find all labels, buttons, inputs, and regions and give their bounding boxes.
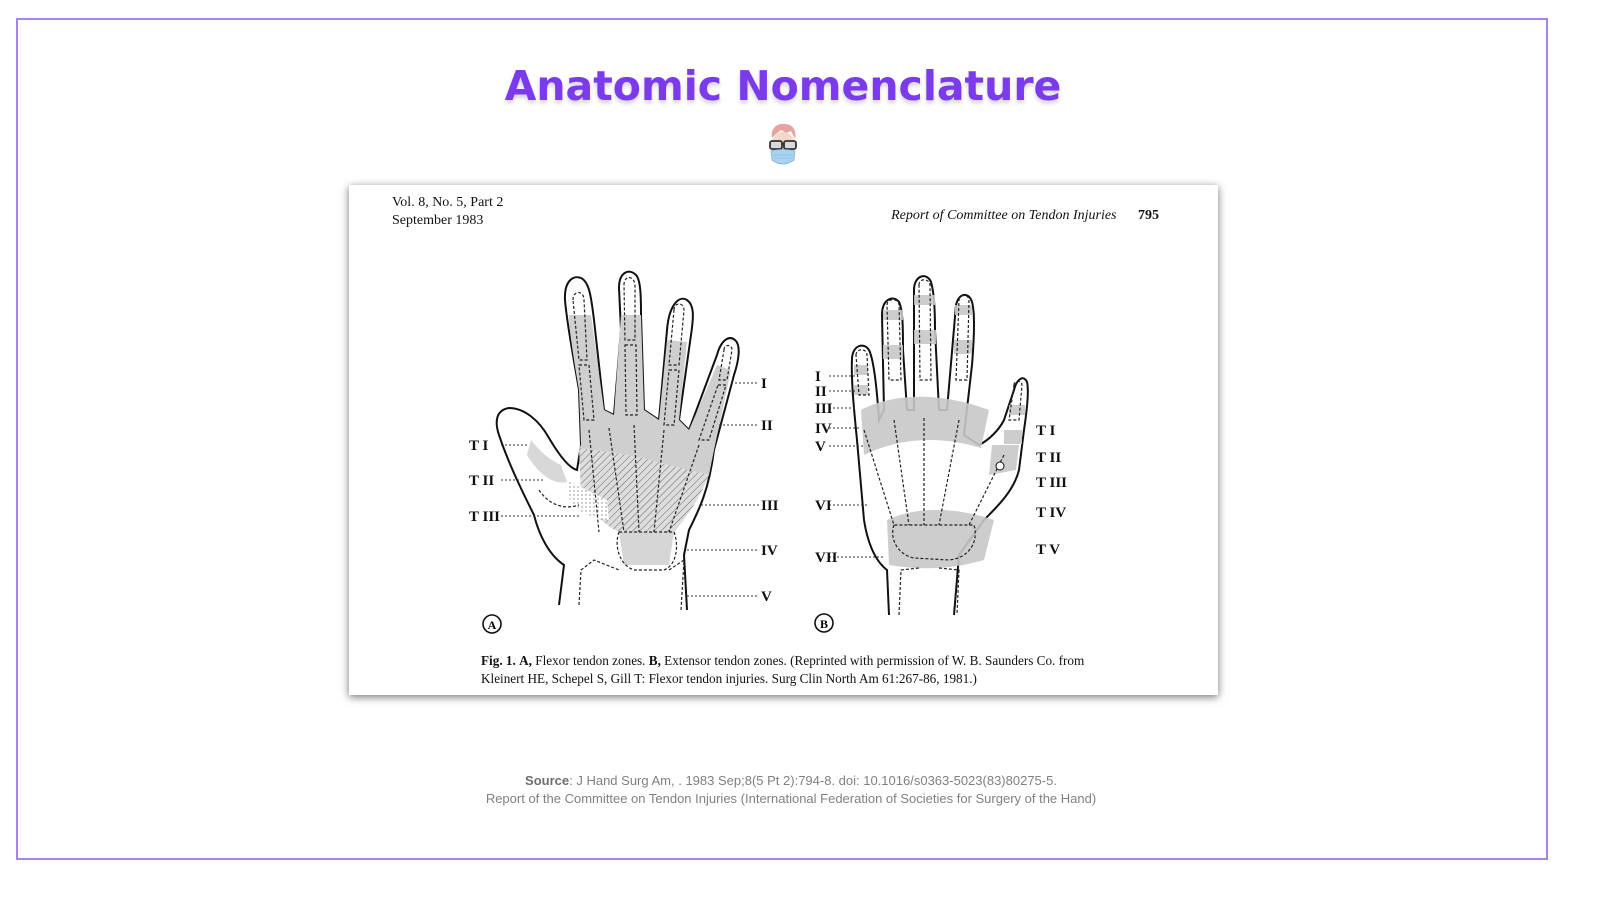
extensor-thumb-zone-TI: T I <box>1036 423 1055 439</box>
caption-b-text: Extensor tendon zones. (Reprinted with p… <box>481 653 1085 686</box>
caption-a-label: A, <box>519 653 532 668</box>
extensor-zone-VI: VI <box>815 498 832 514</box>
flexor-zone-IV: IV <box>761 543 778 559</box>
flexor-thumb-zone-TII: T II <box>469 473 494 489</box>
extensor-zone-III: III <box>815 401 833 417</box>
date-text: September 1983 <box>392 213 484 228</box>
flexor-thumb-zone-TIII: T III <box>469 509 500 525</box>
extensor-thumb-zone-TV: T V <box>1036 542 1060 558</box>
panel-a-flexor-hand: I II III IV V T I T II T III A <box>469 270 779 634</box>
tendon-zones-figure: I II III IV V T I T II T III A <box>469 270 1067 634</box>
extensor-zone-IV: IV <box>815 421 832 437</box>
extensor-thumb-zone-TII: T II <box>1036 450 1061 466</box>
source-citation: Source: J Hand Surg Am, . 1983 Sep;8(5 P… <box>0 772 1582 808</box>
running-title: Report of Committee on Tendon Injuries <box>891 208 1117 223</box>
extensor-thumb-zone-TIII: T III <box>1036 475 1067 491</box>
panel-b-extensor-hand: I II III IV V VI VII T I T II T III T IV… <box>814 275 1067 633</box>
journal-running-header: Report of Committee on Tendon Injuries 7… <box>891 208 1159 224</box>
source-label: Source <box>525 773 570 788</box>
volume-text: Vol. 8, No. 5, Part 2 <box>392 195 504 210</box>
page-number: 795 <box>1138 208 1159 223</box>
extensor-zone-V: V <box>815 439 826 455</box>
caption-a-text: Flexor tendon zones. <box>531 653 649 668</box>
flexor-zone-I: I <box>761 376 767 392</box>
caption-fig-label: Fig. 1. <box>481 653 516 668</box>
flexor-zone-II: II <box>761 418 773 434</box>
journal-volume-header: Vol. 8, No. 5, Part 2 September 1983 <box>392 194 503 230</box>
extensor-zone-VII: VII <box>815 550 838 566</box>
source-description: Report of the Committee on Tendon Injuri… <box>485 791 1097 806</box>
doctor-avatar-icon <box>769 123 797 165</box>
slide-frame <box>16 18 1548 860</box>
slide-title: Anatomic Nomenclature <box>504 62 1062 110</box>
flexor-zone-III: III <box>761 498 779 514</box>
flexor-zone-V: V <box>761 589 772 605</box>
flexor-thumb-zone-TI: T I <box>469 438 488 454</box>
extensor-thumb-zone-TIV: T IV <box>1036 505 1066 521</box>
journal-figure-page: Vol. 8, No. 5, Part 2 September 1983 Rep… <box>349 185 1218 695</box>
source-reference: : J Hand Surg Am, . 1983 Sep;8(5 Pt 2):7… <box>569 773 1057 788</box>
figure-caption: Fig. 1. A, Flexor tendon zones. B, Exten… <box>481 652 1121 688</box>
panel-b-label: B <box>820 617 828 631</box>
extensor-zone-II: II <box>815 384 827 400</box>
caption-b-label: B, <box>648 653 661 668</box>
extensor-zone-I: I <box>815 369 821 385</box>
panel-a-label: A <box>488 618 497 632</box>
